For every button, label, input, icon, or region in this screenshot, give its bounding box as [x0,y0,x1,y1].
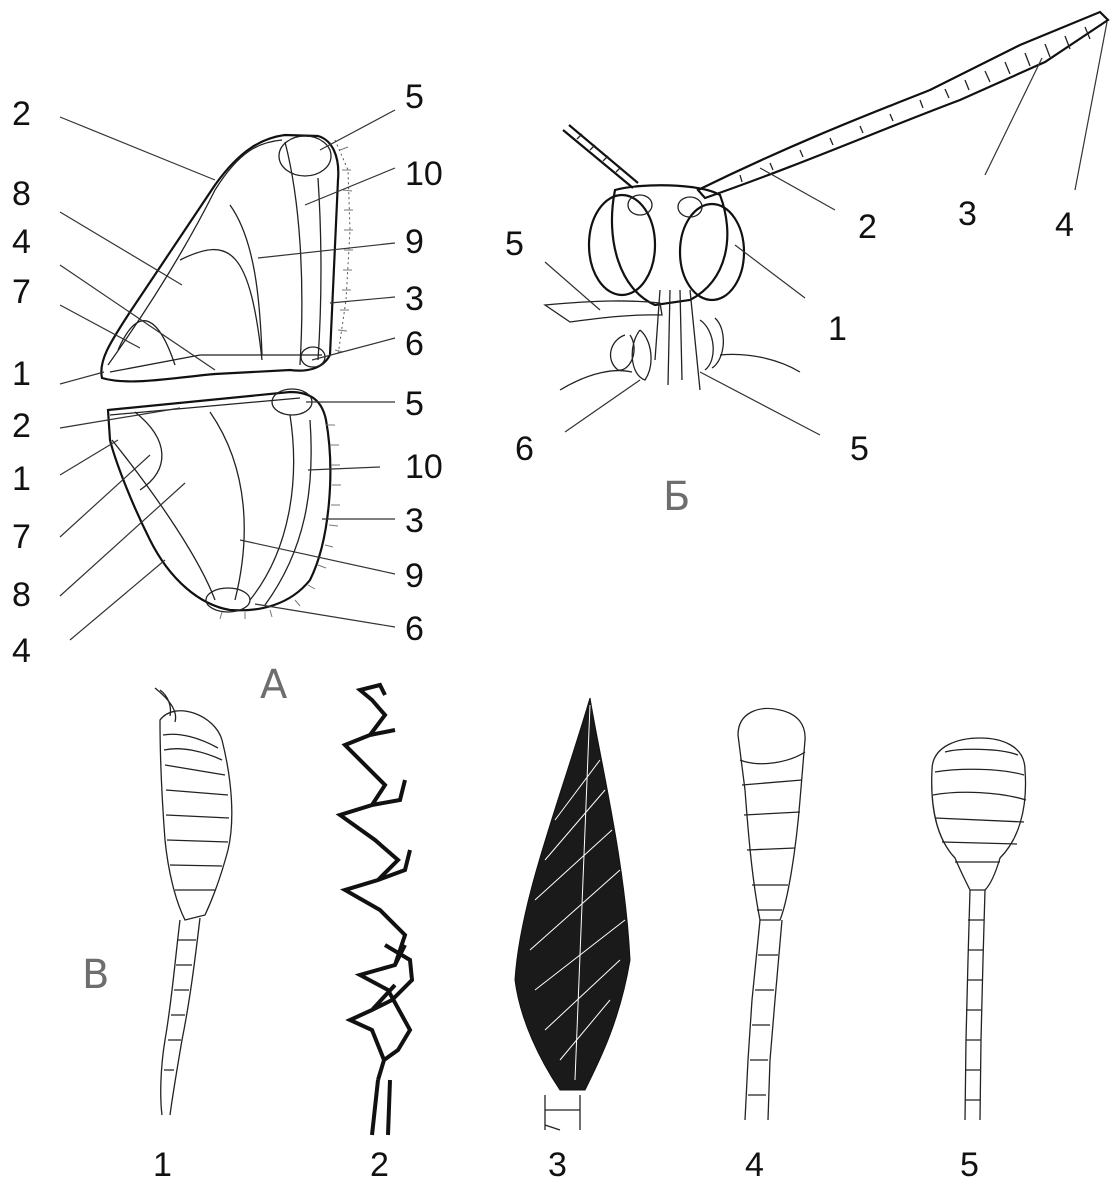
head-label-antenna: 2 [858,208,877,246]
fore-left-label-5: 1 [12,355,31,393]
antenna-label-3: 3 [548,1146,567,1184]
antenna-label-4: 4 [745,1146,764,1184]
fore-left-label-2: 8 [12,175,31,213]
hindwing [108,392,330,610]
hindwing-spot [206,588,250,612]
antenna-type-1 [155,688,232,1115]
hind-left-label-4: 8 [12,576,31,614]
head-label-palp: 5 [505,225,524,263]
head-figure [545,12,1108,390]
antenna-type-4 [738,708,805,1120]
antenna-type-3 [515,698,630,1130]
antenna-label-5: 5 [960,1146,979,1184]
antenna-label-1: 1 [153,1146,172,1184]
hind-right-label-4: 9 [405,557,424,595]
panel-a-letter: А [260,662,288,708]
hind-left-label-3: 7 [12,518,31,556]
left-antenna [563,125,638,188]
hind-right-label-1: 5 [405,385,424,423]
panel-b-letter: Б [663,474,690,520]
hind-right-label-2: 10 [405,448,443,486]
left-compound-eye [589,195,655,295]
head-label-mouthparts-right: 5 [850,430,869,468]
forewing-stigma [279,136,331,176]
fore-right-label-5: 6 [405,325,424,363]
hind-left-label-1: 2 [12,407,31,445]
fore-left-label-4: 7 [12,273,31,311]
wing-leader-lines [60,110,395,640]
head-leader-lines [545,22,1107,435]
fore-left-label-1: 2 [12,95,31,133]
head-label-tip: 4 [1055,206,1074,244]
head-label-flagellum: 3 [958,195,977,233]
antenna-type-5 [932,738,1026,1120]
right-antenna [698,12,1108,198]
fore-right-label-4: 3 [405,280,424,318]
antenna-label-2: 2 [370,1146,389,1184]
fore-right-label-1: 5 [405,78,424,116]
hind-left-label-5: 4 [12,632,31,670]
head-label-eye: 1 [828,310,847,348]
hind-right-label-3: 3 [405,502,424,540]
maxillary-palp [545,301,662,322]
wings-figure [101,135,353,619]
fore-right-label-3: 9 [405,223,424,261]
head-label-mouthparts-left: 6 [515,430,534,468]
fore-right-label-2: 10 [405,155,443,193]
antenna-type-2 [340,685,412,1135]
right-compound-eye [680,204,744,300]
hind-right-label-5: 6 [405,610,424,648]
hind-left-label-2: 1 [12,460,31,498]
panel-v-letter: В [82,952,109,998]
fore-left-label-3: 4 [12,223,31,261]
